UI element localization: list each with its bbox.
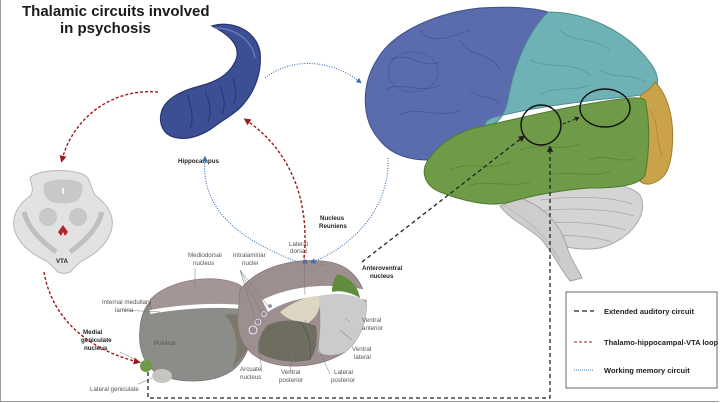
loop-hippocampus-to-vta [59, 91, 159, 163]
medial-geniculate-label-2: geniculate [81, 337, 112, 344]
internal-medullary-label-2: lamina [115, 307, 134, 314]
arcuate-label-1: Arcuate [240, 366, 262, 373]
frontal-region-circle [387, 51, 439, 93]
mediodorsal-label-1: Mediodorsal [188, 252, 222, 259]
thalamus-illustration [139, 259, 367, 383]
secondary-auditory-circle [579, 88, 631, 128]
leader-lines [119, 253, 353, 385]
auditory-mgn-loop [147, 145, 554, 399]
legend-item-memory: Working memory circuit [574, 366, 690, 375]
auditory-inner-arrow [562, 116, 580, 125]
hippocampus-illustration [159, 23, 261, 139]
arcuate-label-2: nucleus [240, 374, 261, 381]
memory-thalamus-to-hippocampus [201, 155, 299, 263]
legend-label-loop: Thalamo-hippocampal-VTA loop [604, 338, 719, 347]
anteroventral-label-2: nucleus [370, 273, 394, 280]
auditory-av-to-cortex [361, 135, 526, 263]
primary-auditory-circle [520, 104, 562, 146]
intralaminar-label-1: Intralaminar [233, 252, 266, 259]
ventral-lateral-label-2: lateral [354, 354, 371, 361]
ventral-lateral-label-1: Ventral [352, 346, 371, 353]
hippocampus-label: Hippocampus [178, 158, 219, 165]
lateral-dorsal-label-2: dorsal [290, 248, 307, 255]
parietal-lobe [483, 11, 659, 129]
nucleus-reuniens-label-2: Reuniens [319, 223, 347, 230]
thalamo-hippocampal-vta-loop [43, 91, 306, 365]
legend-item-auditory: Extended auditory circuit [574, 307, 695, 316]
brainstem [499, 197, 583, 282]
midbrain-cross-section [13, 170, 113, 274]
pulvinar-label: Pulvinar [154, 340, 176, 347]
vta-label: VTA [56, 258, 68, 265]
lateral-posterior-label-2: posterior [331, 377, 355, 384]
brain-illustration [364, 6, 674, 282]
mediodorsal-label-2: nucleus [193, 260, 214, 267]
ventral-posterior-region [258, 320, 317, 362]
anteroventral-label-1: Anteroventral [362, 265, 403, 272]
legend-box [565, 291, 718, 389]
extended-auditory-circuit [147, 135, 554, 399]
memory-hippocampus-to-cortex [264, 62, 362, 84]
loop-vta-to-medial-geniculate [43, 271, 141, 365]
medial-geniculate-nucleus [140, 360, 152, 372]
lateral-dorsal-label-1: Lateral [289, 241, 308, 248]
nucleus-reuniens [302, 259, 308, 265]
lateral-dorsal-region [280, 296, 320, 324]
lateral-geniculate-label: Lateral geniculate [90, 386, 139, 393]
legend-label-auditory: Extended auditory circuit [604, 307, 695, 316]
loop-reuniens-to-hippocampus [243, 118, 306, 259]
ventral-anterior-region [318, 294, 367, 355]
legend: Extended auditory circuit Thalamo-hippoc… [565, 291, 719, 389]
legend-item-loop: Thalamo-hippocampal-VTA loop [574, 338, 719, 347]
working-memory-circuit [201, 62, 389, 264]
title-line-1: Thalamic circuits involved [22, 3, 210, 20]
ventral-posterior-label-1: Ventral [281, 369, 300, 376]
ventral-anterior-label-2: anterior [362, 325, 383, 332]
ventral-posterior-label-2: posterior [279, 377, 303, 384]
lateral-geniculate-nucleus [152, 369, 172, 383]
lateral-posterior-label-1: Lateral [334, 369, 353, 376]
medial-geniculate-label-3: nucleus [84, 345, 108, 352]
memory-cortex-to-thalamus [309, 157, 389, 264]
internal-medullary-label-1: Internal medullary [102, 299, 152, 306]
medial-geniculate-label-1: Medial [83, 329, 103, 336]
ventral-anterior-label-1: Ventral [362, 317, 381, 324]
title-line-2: in psychosis [60, 20, 151, 37]
nucleus-reuniens-label-1: Nucleus [320, 215, 345, 222]
intralaminar-label-2: nuclei [242, 260, 258, 267]
anteroventral-nucleus [332, 274, 360, 298]
legend-label-memory: Working memory circuit [604, 366, 690, 375]
